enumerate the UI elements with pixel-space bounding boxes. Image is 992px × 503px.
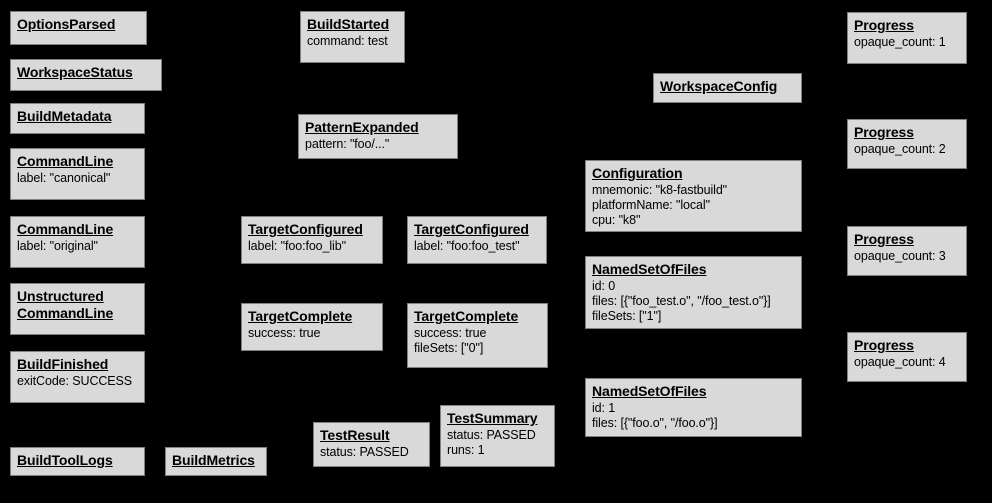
node-properties: opaque_count: 3 (854, 249, 946, 263)
node-title: CommandLine (17, 153, 114, 169)
node-progress-2[interactable]: Progress opaque_count: 2 (847, 119, 967, 169)
node-target-complete-foo-test[interactable]: TargetComplete success: true fileSets: ["… (407, 303, 548, 368)
node-title: BuildToolLogs (17, 452, 113, 468)
node-workspace-config[interactable]: WorkspaceConfig (653, 73, 802, 103)
node-properties: id: 1 files: [{"foo.o", "/foo.o"}] (592, 401, 718, 430)
node-title: NamedSetOfFiles (592, 261, 707, 277)
node-properties: pattern: "foo/..." (305, 137, 390, 151)
node-unstructured-command-line[interactable]: Unstructured CommandLine (10, 283, 145, 335)
node-build-metrics[interactable]: BuildMetrics (165, 447, 267, 476)
node-target-configured-foo-lib[interactable]: TargetConfigured label: "foo:foo_lib" (241, 216, 383, 264)
node-properties: id: 0 files: [{"foo_test.o", "/foo_test.… (592, 279, 771, 323)
node-target-configured-foo-test[interactable]: TargetConfigured label: "foo:foo_test" (407, 216, 547, 264)
node-pattern-expanded[interactable]: PatternExpanded pattern: "foo/..." (298, 114, 458, 159)
node-properties: success: true (248, 326, 321, 340)
node-properties: mnemonic: "k8-fastbuild" platformName: "… (592, 183, 728, 227)
node-title: PatternExpanded (305, 119, 419, 135)
node-title: TestResult (320, 427, 390, 443)
node-title: TargetComplete (248, 308, 353, 324)
node-build-finished[interactable]: BuildFinished exitCode: SUCCESS (10, 351, 145, 403)
node-properties: success: true fileSets: ["0"] (414, 326, 487, 355)
node-progress-4[interactable]: Progress opaque_count: 4 (847, 332, 967, 382)
node-title: BuildFinished (17, 356, 109, 372)
node-title: BuildMetrics (172, 452, 255, 468)
node-title: TargetConfigured (414, 221, 529, 237)
node-properties: label: "original" (17, 239, 98, 253)
node-title: TargetConfigured (248, 221, 363, 237)
node-title: CommandLine (17, 221, 114, 237)
node-properties: command: test (307, 34, 388, 48)
node-progress-1[interactable]: Progress opaque_count: 1 (847, 12, 967, 64)
node-configuration[interactable]: Configuration mnemonic: "k8-fastbuild" pl… (585, 160, 802, 232)
node-workspace-status[interactable]: WorkspaceStatus (10, 59, 162, 91)
node-properties: label: "foo:foo_test" (414, 239, 520, 253)
node-title: Unstructured CommandLine (17, 288, 114, 321)
node-title: Progress (854, 124, 914, 140)
node-build-tool-logs[interactable]: BuildToolLogs (10, 447, 145, 476)
node-title: Progress (854, 17, 914, 33)
node-title: OptionsParsed (17, 16, 116, 32)
node-properties: opaque_count: 4 (854, 355, 946, 369)
node-test-result[interactable]: TestResult status: PASSED (313, 422, 430, 467)
node-options-parsed[interactable]: OptionsParsed (10, 11, 147, 45)
node-properties: exitCode: SUCCESS (17, 374, 133, 388)
node-properties: status: PASSED (320, 445, 409, 459)
node-command-line-canonical[interactable]: CommandLine label: "canonical" (10, 148, 145, 200)
node-build-started[interactable]: BuildStarted command: test (300, 11, 405, 63)
node-title: Configuration (592, 165, 683, 181)
node-test-summary[interactable]: TestSummary status: PASSED runs: 1 (440, 405, 555, 467)
node-target-complete-foo-lib[interactable]: TargetComplete success: true (241, 303, 383, 351)
node-properties: opaque_count: 2 (854, 142, 946, 156)
node-properties: label: "foo:foo_lib" (248, 239, 346, 253)
node-command-line-original[interactable]: CommandLine label: "original" (10, 216, 145, 268)
node-build-metadata[interactable]: BuildMetadata (10, 103, 145, 134)
node-title: BuildStarted (307, 16, 390, 32)
node-title: Progress (854, 231, 914, 247)
node-progress-3[interactable]: Progress opaque_count: 3 (847, 226, 967, 276)
node-title: BuildMetadata (17, 108, 112, 124)
node-properties: status: PASSED runs: 1 (447, 428, 536, 457)
node-named-set-of-files-0[interactable]: NamedSetOfFiles id: 0 files: [{"foo_test.… (585, 256, 802, 329)
node-title: TargetComplete (414, 308, 519, 324)
node-title: TestSummary (447, 410, 538, 426)
node-named-set-of-files-1[interactable]: NamedSetOfFiles id: 1 files: [{"foo.o", "… (585, 378, 802, 437)
node-properties: opaque_count: 1 (854, 35, 946, 49)
node-title: WorkspaceConfig (660, 78, 778, 94)
node-title: WorkspaceStatus (17, 64, 133, 80)
node-properties: label: "canonical" (17, 171, 111, 185)
node-title: Progress (854, 337, 914, 353)
node-title: NamedSetOfFiles (592, 383, 707, 399)
